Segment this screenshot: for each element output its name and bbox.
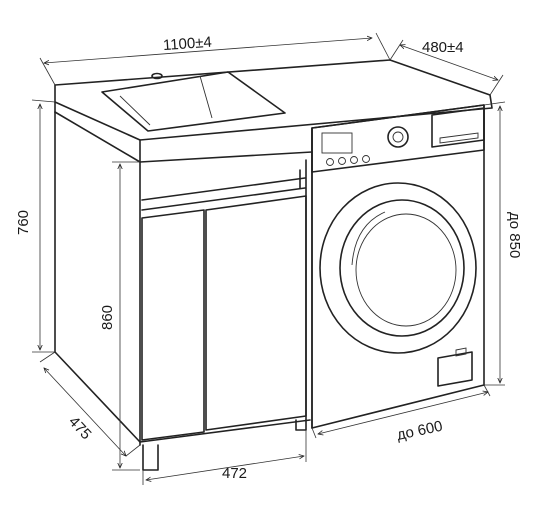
dim-label-machine-width: до 600 xyxy=(395,418,444,444)
control-panel xyxy=(311,104,485,173)
program-dial xyxy=(387,126,409,148)
button-icon xyxy=(338,157,346,165)
dimension-depth-bottom: 475 xyxy=(39,351,141,456)
dimension-machine-height: до 850 xyxy=(483,101,523,386)
washing-machine xyxy=(311,104,485,429)
dimension-top-depth: 480±4 xyxy=(389,39,504,96)
dimension-machine-width: до 600 xyxy=(311,384,491,444)
button-icon xyxy=(362,155,370,163)
dimension-height-mid: 860 xyxy=(99,161,140,471)
front-leg-left xyxy=(142,444,159,471)
button-icon xyxy=(326,158,334,166)
countertop xyxy=(54,59,493,163)
right-door xyxy=(205,195,307,431)
faucet-hole xyxy=(151,72,163,80)
dim-label-machine-height: до 850 xyxy=(506,212,523,258)
dim-label-height-left: 760 xyxy=(15,210,32,235)
machine-door xyxy=(319,182,477,354)
display-screen xyxy=(321,132,353,154)
button-icon xyxy=(350,156,358,164)
service-hatch xyxy=(437,351,473,387)
cabinet-body xyxy=(54,111,311,471)
left-door xyxy=(141,209,205,441)
dim-label-top-width: 1100±4 xyxy=(162,34,212,54)
dim-label-top-depth: 480±4 xyxy=(422,39,464,56)
detergent-drawer xyxy=(431,107,485,148)
dim-label-width-bottom: 472 xyxy=(222,465,247,482)
dim-label-height-mid: 860 xyxy=(99,305,116,330)
front-leg-right xyxy=(295,419,307,431)
dimension-height-left: 760 xyxy=(15,99,56,353)
sink-basin xyxy=(101,71,286,132)
dimension-width-bottom: 472 xyxy=(142,430,307,485)
dimension-top-width: 1100±4 xyxy=(39,32,391,86)
